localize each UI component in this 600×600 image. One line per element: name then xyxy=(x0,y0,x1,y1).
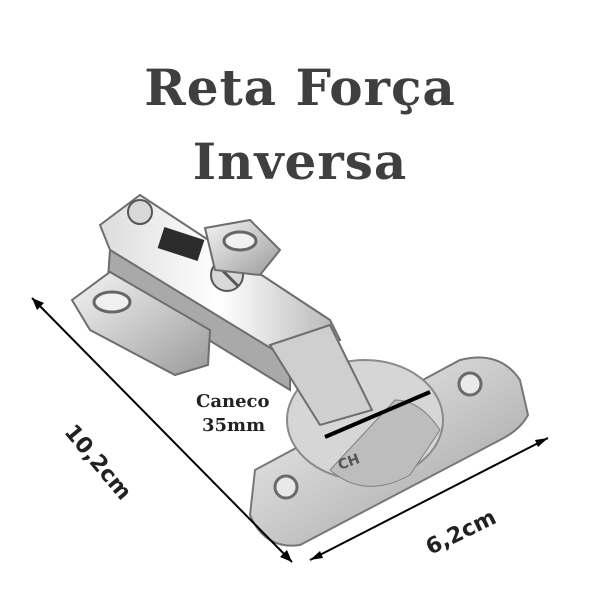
mounting-plate: CH xyxy=(248,356,530,547)
dimension-line-length xyxy=(31,297,293,563)
base-plate xyxy=(70,218,282,377)
cup-label-line1: Caneco xyxy=(196,391,270,412)
logo-mark: CH xyxy=(336,451,362,474)
product-title-line2: Inversa xyxy=(192,132,408,191)
dimension-line-width xyxy=(309,437,549,561)
cup-label-line2: 35mm xyxy=(202,415,266,436)
product-title-line1: Reta Força xyxy=(144,58,456,117)
